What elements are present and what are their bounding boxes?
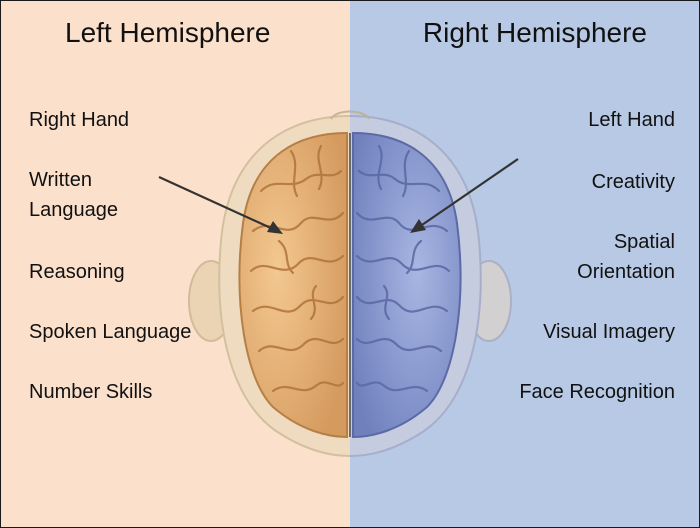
right-item-visual-imagery: Visual Imagery (543, 321, 675, 343)
pointer-arrow-icon (410, 158, 519, 233)
right-item-left-hand: Left Hand (588, 109, 675, 131)
pointer-arrow-icon (158, 175, 283, 234)
left-hemisphere-brain (238, 131, 348, 439)
right-item-face-recognition: Face Recognition (519, 381, 675, 403)
right-hemisphere-title: Right Hemisphere (422, 17, 647, 48)
right-item-creativity: Creativity (591, 171, 675, 193)
left-item-right-hand: Right Hand (29, 109, 130, 131)
left-item-spoken-language: Spoken Language (29, 321, 192, 343)
left-item-reasoning: Reasoning (29, 261, 125, 283)
left-item-number-skills: Number Skills (29, 381, 153, 403)
right-hemisphere-brain (352, 131, 462, 439)
left-hemisphere-title: Left Hemisphere (65, 17, 271, 48)
